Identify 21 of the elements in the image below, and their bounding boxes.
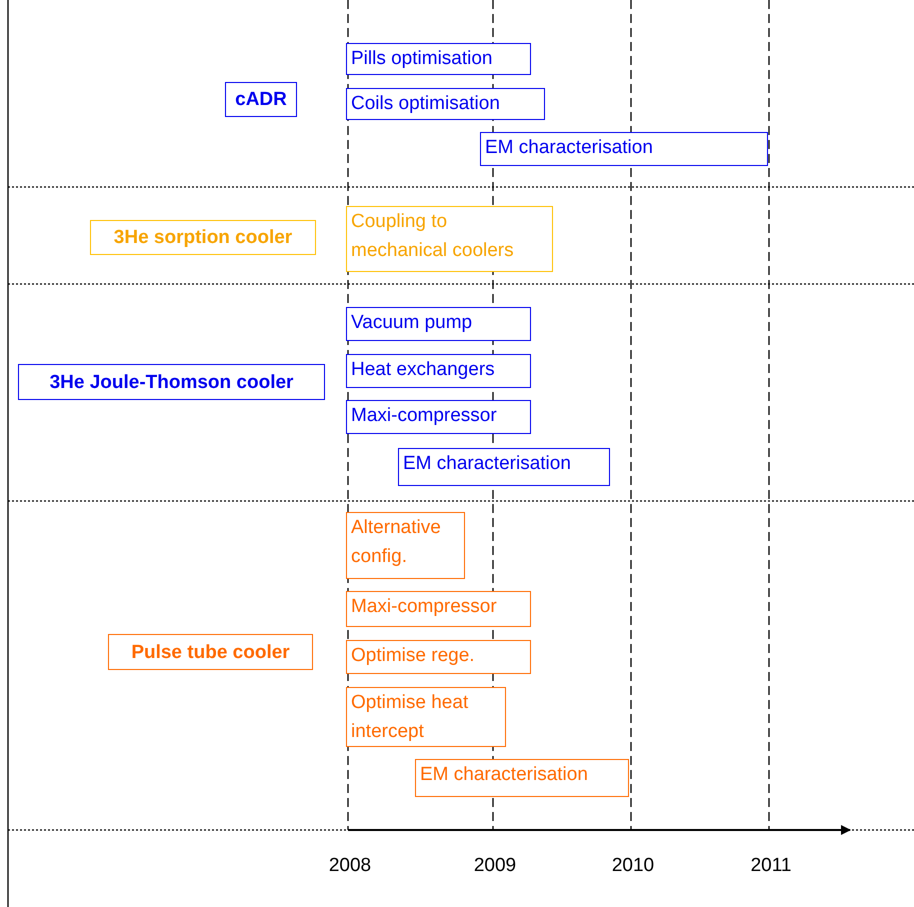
task-box: EM characterisation xyxy=(415,759,629,797)
task-box: EM characterisation xyxy=(480,132,768,166)
task-box: Alternative config. xyxy=(346,512,465,579)
task-box: Maxi-compressor xyxy=(346,400,531,434)
task-box: Optimise rege. xyxy=(346,640,531,674)
year-label: 2011 xyxy=(750,855,792,877)
task-box: Heat exchangers xyxy=(346,354,531,388)
task-box: Vacuum pump xyxy=(346,307,531,341)
task-box: Coils optimisation xyxy=(346,88,545,120)
task-box: Optimise heat intercept xyxy=(346,687,506,747)
task-box: Pills optimisation xyxy=(346,43,531,75)
year-label: 2008 xyxy=(328,855,372,877)
task-box: Maxi-compressor xyxy=(346,591,531,627)
task-box: EM characterisation xyxy=(398,448,610,486)
category-box: 3He sorption cooler xyxy=(90,220,316,255)
category-box: Pulse tube cooler xyxy=(108,634,313,670)
category-box: 3He Joule-Thomson cooler xyxy=(18,364,325,400)
task-box: Coupling to mechanical coolers xyxy=(346,206,553,272)
year-label: 2010 xyxy=(610,855,656,877)
year-label: 2009 xyxy=(472,855,518,877)
category-box: cADR xyxy=(225,82,297,117)
